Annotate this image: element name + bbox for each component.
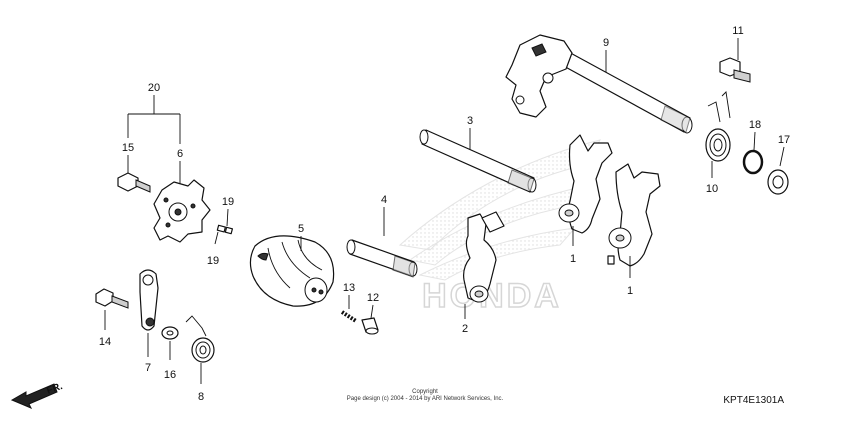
callout-9: 9 bbox=[603, 37, 609, 49]
callout-4: 4 bbox=[381, 194, 387, 206]
callout-20-bracket bbox=[127, 95, 181, 144]
callout-20: 20 bbox=[148, 82, 160, 94]
gearshift-spindle-9 bbox=[505, 34, 693, 134]
return-spring-8 bbox=[185, 315, 215, 363]
shift-fork-1-right bbox=[607, 163, 661, 267]
washer-16 bbox=[161, 326, 179, 340]
callout-19-bottom: 19 bbox=[207, 255, 219, 267]
return-spring-10 bbox=[705, 91, 731, 162]
callout-12: 12 bbox=[367, 292, 379, 304]
callout-6: 6 bbox=[177, 148, 183, 160]
shift-fork-2 bbox=[463, 211, 505, 303]
honda-watermark-text: HONDA bbox=[422, 277, 562, 315]
front-direction-arrow: FR. bbox=[10, 381, 64, 409]
callout-1-right: 1 bbox=[627, 285, 633, 297]
callout-15: 15 bbox=[122, 142, 134, 154]
callout-2: 2 bbox=[462, 323, 468, 335]
callout-13: 13 bbox=[343, 282, 355, 294]
bolt-15 bbox=[117, 172, 151, 193]
callout-19-top: 19 bbox=[222, 196, 234, 208]
callout-1-left: 1 bbox=[570, 253, 576, 265]
shift-drum-cam-6 bbox=[153, 179, 211, 243]
washer-17 bbox=[767, 169, 789, 195]
diagram-code: KPT4E1301A bbox=[723, 395, 784, 406]
callout-17: 17 bbox=[778, 134, 790, 146]
callout-7: 7 bbox=[145, 362, 151, 374]
callout-10: 10 bbox=[706, 183, 718, 195]
front-label: FR. bbox=[45, 381, 64, 397]
callout-18: 18 bbox=[749, 119, 761, 131]
bolt-11 bbox=[719, 57, 751, 83]
callout-3: 3 bbox=[467, 115, 473, 127]
callout-8: 8 bbox=[198, 391, 204, 403]
dowel-pin-19 bbox=[216, 224, 234, 235]
bolt-14 bbox=[95, 288, 129, 309]
callout-16: 16 bbox=[164, 369, 176, 381]
copyright-line-2: Page design (c) 2004 - 2014 by ARI Netwo… bbox=[346, 396, 504, 402]
callout-14: 14 bbox=[99, 336, 111, 348]
pin-13 bbox=[340, 310, 358, 323]
callout-11: 11 bbox=[732, 25, 743, 37]
shift-drum-5 bbox=[249, 235, 335, 307]
shift-fork-1-left bbox=[558, 134, 613, 234]
snap-ring-18 bbox=[742, 149, 764, 175]
fork-shaft-4 bbox=[346, 239, 418, 278]
fork-shaft-3 bbox=[419, 129, 537, 193]
collar-12 bbox=[361, 317, 379, 335]
stopper-arm-7 bbox=[139, 269, 159, 331]
callout-5: 5 bbox=[298, 223, 304, 235]
copyright-line-1: Copyright bbox=[412, 389, 438, 395]
